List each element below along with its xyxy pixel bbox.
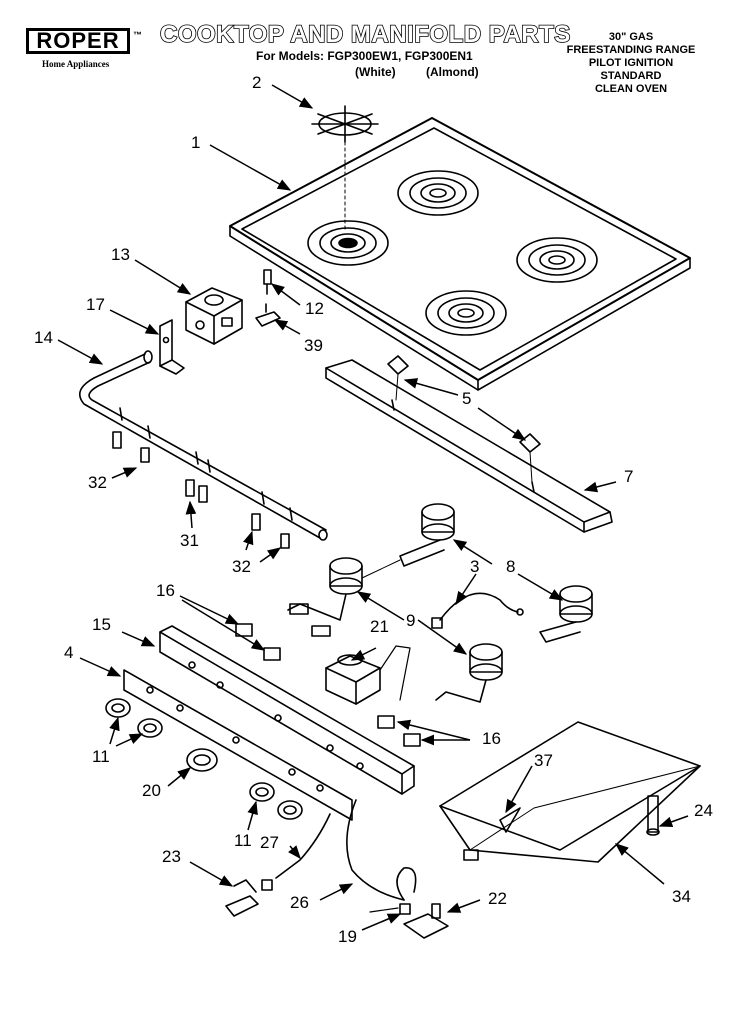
orifice-fittings (235, 603, 421, 747)
callout-7: 7 (624, 467, 633, 486)
control-knobs (105, 698, 303, 820)
callout-26: 26 (290, 893, 309, 912)
callout-24: 24 (694, 801, 713, 820)
roper-logo: ROPER (26, 28, 130, 54)
variant-white: (White) (355, 65, 396, 79)
spec-line-oven: CLEAN OVEN (594, 83, 668, 95)
manifold-bracket (159, 319, 185, 375)
callout-15: 15 (92, 615, 111, 634)
pressure-fitting (369, 903, 449, 939)
front-burner-assembly (287, 557, 503, 703)
trademark-mark: ™ (133, 30, 142, 40)
callout-16-upper: 16 (156, 581, 175, 600)
variant-almond: (Almond) (426, 65, 479, 79)
cooktop-panel (229, 117, 691, 391)
callout-11-left: 11 (92, 747, 110, 766)
callout-1: 1 (191, 133, 200, 152)
callout-5: 5 (462, 389, 471, 408)
callout-11-right: 11 (234, 831, 252, 850)
callout-labels: 1 2 3 4 5 7 8 9 11 11 12 13 14 15 16 16 … (34, 73, 713, 946)
control-panel-trim (123, 669, 353, 821)
brand-name: ROPER (36, 28, 120, 53)
callout-22: 22 (488, 889, 507, 908)
lower-burner-box (439, 721, 701, 863)
gas-manifold-pipe (78, 350, 328, 541)
rear-burner-assembly (399, 503, 593, 643)
callout-16-lower: 16 (482, 729, 501, 748)
spec-line-size: 30" GAS (608, 31, 654, 43)
callout-37: 37 (534, 751, 553, 770)
page-title: COOKTOP AND MANIFOLD PARTS (159, 20, 571, 49)
spec-line-trim: STANDARD (600, 70, 662, 82)
callout-23: 23 (162, 847, 181, 866)
callout-2: 2 (252, 73, 261, 92)
valve-bracket-assembly (185, 287, 243, 345)
pressure-regulator (325, 645, 411, 705)
pilot-tubing (431, 592, 524, 629)
pilot-and-bracket (255, 269, 281, 327)
callout-32-upper: 32 (88, 473, 107, 492)
models-line: For Models: FGP300EW1, FGP300EN1 (256, 49, 473, 63)
callout-39: 39 (304, 336, 323, 355)
callout-13: 13 (111, 245, 130, 264)
burner-shield (325, 355, 613, 533)
callout-8: 8 (506, 557, 515, 576)
callout-3: 3 (470, 557, 479, 576)
manifold-panel (159, 625, 415, 795)
callout-20: 20 (142, 781, 161, 800)
callout-19: 19 (338, 927, 357, 946)
callout-12: 12 (305, 299, 324, 318)
callout-14: 14 (34, 328, 53, 347)
pilot-supply-tubing (275, 799, 417, 901)
callout-27: 27 (260, 833, 279, 852)
callout-31: 31 (180, 531, 199, 550)
callout-21: 21 (370, 617, 389, 636)
spec-line-type: FREESTANDING RANGE (566, 44, 696, 56)
pilot-valve (225, 879, 273, 917)
burner-grate (311, 105, 379, 231)
callout-4: 4 (64, 643, 73, 662)
callout-34: 34 (672, 887, 691, 906)
manifold-screws (112, 431, 290, 549)
spec-line-ignition: PILOT IGNITION (588, 57, 674, 69)
callout-17: 17 (86, 295, 105, 314)
leader-lines (57, 84, 689, 931)
callout-9: 9 (406, 611, 415, 630)
brand-tagline: Home Appliances (42, 59, 110, 69)
callout-32-lower: 32 (232, 557, 251, 576)
